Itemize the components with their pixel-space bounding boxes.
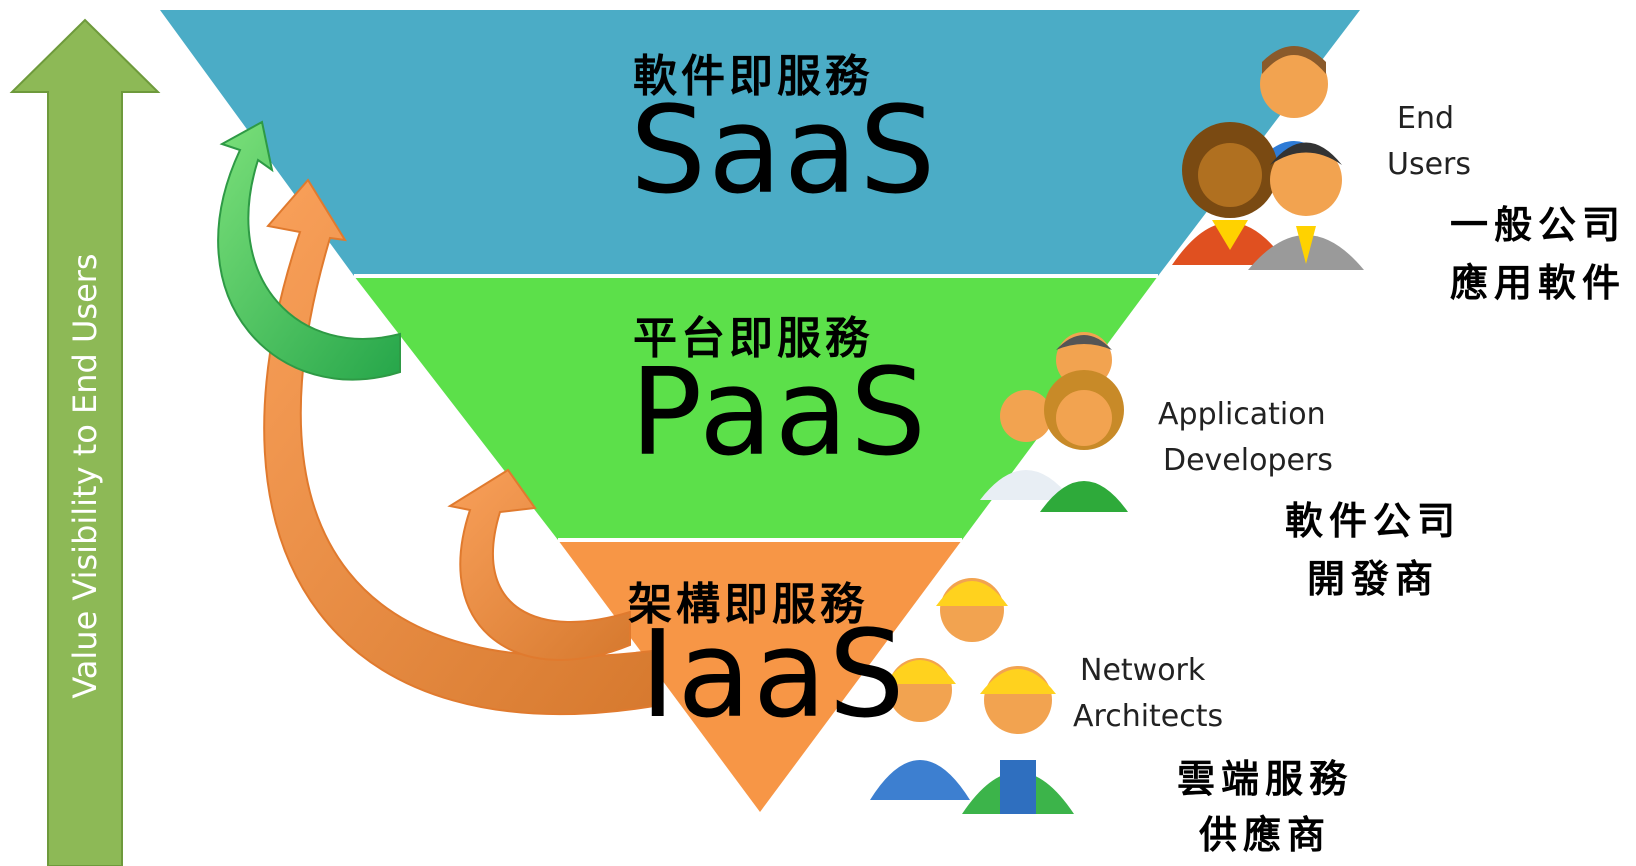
end-users-label-2: Users: [1387, 147, 1472, 182]
iaas-cn-label: 架構即服務: [628, 579, 868, 630]
saas-en-label: SaaS: [630, 82, 938, 221]
curve-arrow-paas-saas: [217, 120, 401, 381]
app-developers-icon: [980, 332, 1128, 512]
app-devs-label-1: Application: [1158, 397, 1326, 432]
net-arch-cn-2: 供應商: [1198, 813, 1331, 857]
paas-en-label: PaaS: [630, 344, 929, 483]
net-arch-label-1: Network: [1080, 653, 1206, 688]
network-architects-icon: [870, 578, 1074, 814]
saas-cn-label: 軟件即服務: [633, 51, 873, 102]
end-users-label-1: End: [1397, 101, 1455, 136]
saas-tier: [160, 10, 1360, 276]
end-users-cn-1: 一般公司: [1449, 203, 1626, 247]
paas-tier: [354, 276, 1158, 540]
paas-cn-label: 平台即服務: [633, 313, 873, 364]
end-users-icon: [1172, 46, 1364, 270]
curve-arrow-iaas-paas: [447, 468, 631, 661]
app-devs-label-2: Developers: [1163, 443, 1333, 478]
end-users-cn-2: 應用軟件: [1449, 261, 1626, 305]
curve-arrow-iaas-saas: [263, 178, 661, 715]
app-devs-cn-1: 軟件公司: [1284, 499, 1461, 543]
visibility-arrow: [9, 18, 161, 866]
net-arch-cn-1: 雲端服務: [1176, 757, 1353, 801]
app-devs-cn-2: 開發商: [1306, 557, 1439, 601]
net-arch-label-2: Architects: [1073, 699, 1224, 734]
iaas-en-label: IaaS: [640, 606, 907, 745]
axis-label: Value Visibility to End Users: [66, 253, 104, 699]
iaas-tier: [558, 540, 962, 812]
